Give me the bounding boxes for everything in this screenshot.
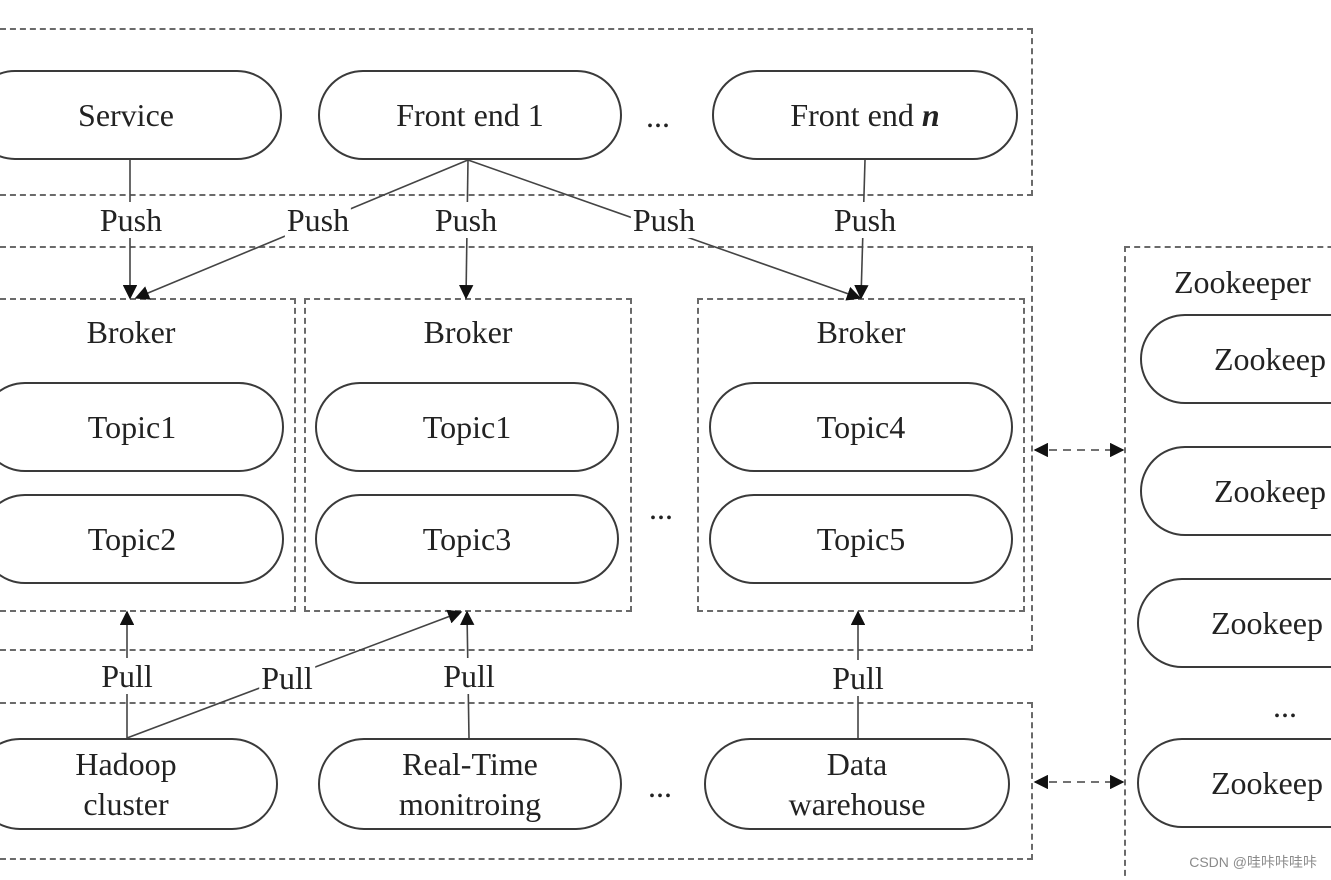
consumer-group [0, 702, 1033, 860]
front-end-1-node: Front end 1 [318, 70, 622, 160]
data-warehouse-node: Data warehouse [704, 738, 1010, 830]
realtime-monitoring-node: Real-Time monitroing [318, 738, 622, 830]
zookeeper-title: Zookeeper [1174, 264, 1311, 300]
broker-3-topic-a-label: Topic4 [816, 409, 906, 445]
producer-group [0, 28, 1033, 196]
push-label-service: Push [97, 202, 165, 238]
zookeeper-node-4: Zookeep [1137, 738, 1331, 828]
producer-ellipsis: ... [646, 98, 670, 134]
front-end-n-node: Front end n [712, 70, 1018, 160]
broker-2-title: Broker [423, 314, 513, 350]
hadoop-cluster-node: Hadoop cluster [0, 738, 278, 830]
consumer-ellipsis: ... [648, 768, 672, 804]
realtime-monitoring-label: Real-Time monitroing [398, 746, 542, 822]
zookeeper-node-3-label: Zookeep [1211, 605, 1323, 641]
zookeeper-node-3: Zookeep [1137, 578, 1331, 668]
broker-3-topic-b: Topic5 [709, 494, 1013, 584]
broker-3-title: Broker [816, 314, 906, 350]
front-end-n-label: Front end n [790, 95, 939, 135]
push-label-front1-broker3: Push [630, 202, 698, 238]
broker-1-topic-a-label: Topic1 [87, 409, 177, 445]
zookeeper-node-4-label: Zookeep [1211, 765, 1323, 801]
broker-cluster-group [0, 246, 1033, 651]
zookeeper-group [1124, 246, 1331, 880]
broker-1-title: Broker [86, 314, 176, 350]
push-label-frontn: Push [831, 202, 899, 238]
zookeeper-node-2: Zookeep [1140, 446, 1331, 536]
broker-3-topic-b-label: Topic5 [816, 521, 906, 557]
broker-2-topic-a: Topic1 [315, 382, 619, 472]
service-node: Service [0, 70, 282, 160]
front-end-n-prefix: Front end [790, 97, 922, 133]
pull-label-hadoop-broker2: Pull [259, 660, 315, 696]
pull-label-realtime: Pull [441, 658, 497, 694]
broker-2-topic-b-label: Topic3 [422, 521, 512, 557]
pull-label-warehouse: Pull [830, 660, 886, 696]
zookeeper-node-1-label: Zookeep [1214, 341, 1326, 377]
broker-1-topic-b: Topic2 [0, 494, 284, 584]
broker-2-topic-b: Topic3 [315, 494, 619, 584]
hadoop-cluster-label: Hadoop cluster [75, 746, 177, 822]
zookeeper-node-1: Zookeep [1140, 314, 1331, 404]
service-label: Service [78, 97, 174, 133]
broker-3-topic-a: Topic4 [709, 382, 1013, 472]
watermark: CSDN @哇咔咔哇咔 [1189, 854, 1317, 870]
broker-ellipsis: ... [649, 490, 673, 526]
zookeeper-ellipsis: ... [1273, 688, 1297, 724]
front-end-1-label: Front end 1 [396, 97, 544, 133]
front-end-n-variable: n [921, 97, 940, 133]
broker-1-topic-b-label: Topic2 [87, 521, 177, 557]
zookeeper-node-2-label: Zookeep [1214, 473, 1326, 509]
broker-1-topic-a: Topic1 [0, 382, 284, 472]
data-warehouse-label: Data warehouse [788, 746, 926, 822]
push-label-front1-broker1: Push [284, 202, 352, 238]
broker-2-topic-a-label: Topic1 [422, 409, 512, 445]
pull-label-hadoop-broker1: Pull [99, 658, 155, 694]
push-label-front1-broker2: Push [432, 202, 500, 238]
